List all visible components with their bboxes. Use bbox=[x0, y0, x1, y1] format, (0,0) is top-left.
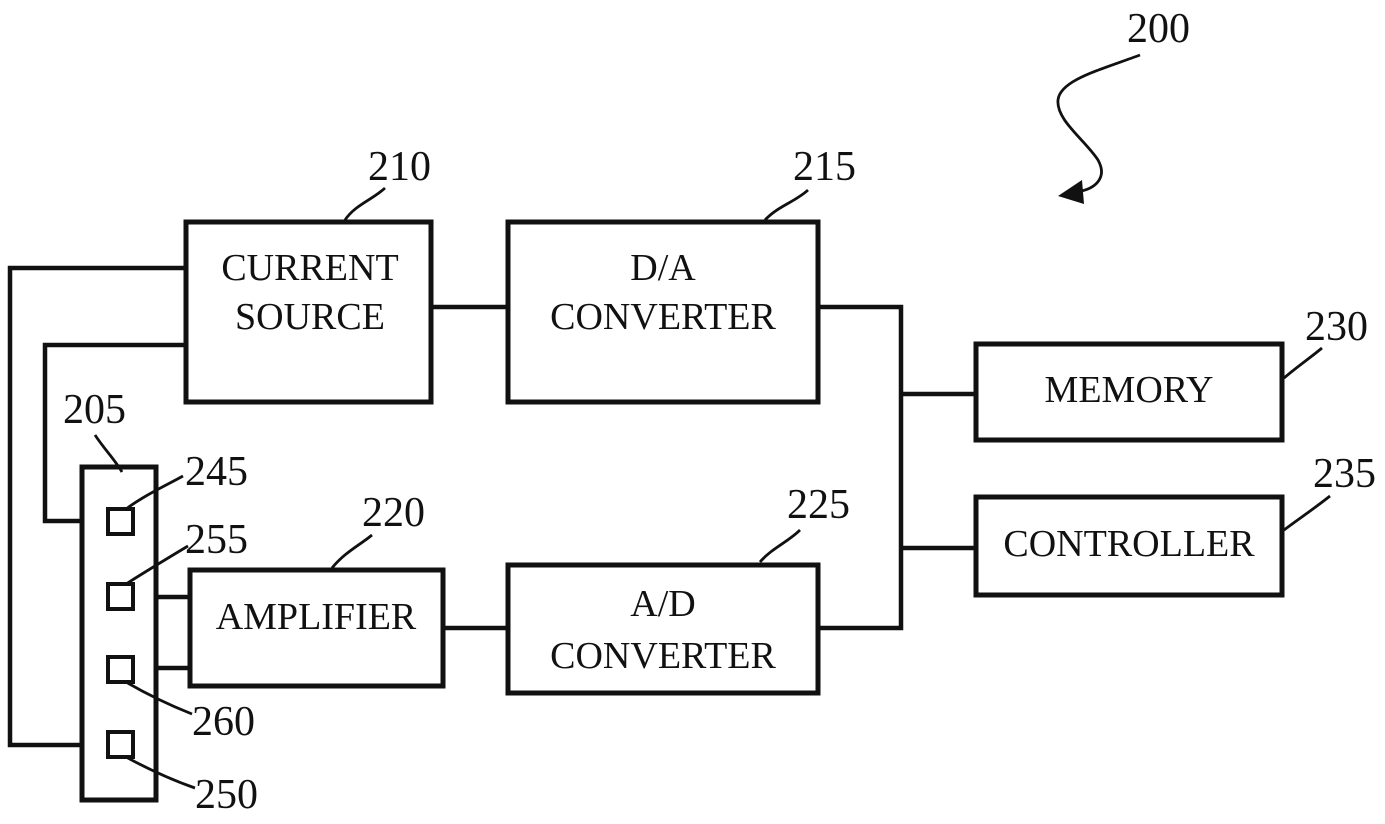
da-converter-label-line2: CONVERTER bbox=[550, 296, 776, 338]
da-converter-ref: 215 bbox=[793, 144, 856, 190]
electrode-250 bbox=[108, 732, 133, 757]
electrode-260-ref: 260 bbox=[192, 699, 255, 745]
amplifier-label: AMPLIFIER bbox=[216, 596, 417, 638]
electrode-260 bbox=[108, 657, 133, 682]
arrow-head bbox=[1058, 180, 1084, 204]
memory-block: MEMORY bbox=[976, 344, 1282, 440]
ad-converter-label-line2: CONVERTER bbox=[550, 635, 776, 677]
current-source-ref: 210 bbox=[368, 144, 431, 190]
amplifier-ref: 220 bbox=[362, 490, 425, 536]
da-converter-label-line1: D/A bbox=[630, 247, 696, 289]
ad-converter-ref: 225 bbox=[787, 482, 850, 528]
memory-ref: 230 bbox=[1305, 304, 1368, 350]
amplifier-block: AMPLIFIER bbox=[190, 570, 443, 686]
figure-ref: 200 bbox=[1127, 6, 1190, 52]
memory-label: MEMORY bbox=[1045, 369, 1214, 411]
ad-converter-label-line1: A/D bbox=[630, 583, 695, 625]
current-source-block: CURRENT SOURCE bbox=[186, 222, 431, 402]
amplifier-leader bbox=[332, 535, 372, 568]
controller-leader bbox=[1284, 496, 1330, 530]
da-converter-block: D/A CONVERTER bbox=[508, 222, 818, 402]
memory-leader bbox=[1284, 348, 1322, 378]
figure-pointer-arrow bbox=[1058, 55, 1140, 192]
da-converter-leader bbox=[765, 190, 808, 220]
wire-da-to-bus bbox=[818, 307, 901, 628]
electrode-255 bbox=[108, 584, 133, 609]
controller-block: CONTROLLER bbox=[976, 497, 1282, 595]
ad-converter-block: A/D CONVERTER bbox=[508, 565, 818, 693]
electrode-245-ref: 245 bbox=[185, 449, 248, 495]
controller-ref: 235 bbox=[1313, 451, 1376, 497]
electrode-255-ref: 255 bbox=[185, 517, 248, 563]
ad-converter-leader bbox=[760, 530, 800, 562]
current-source-leader bbox=[345, 188, 385, 220]
electrode-245 bbox=[108, 509, 133, 534]
current-source-label-line2: SOURCE bbox=[235, 296, 385, 338]
sensor-strip-ref: 205 bbox=[63, 387, 126, 433]
current-source-label-line1: CURRENT bbox=[221, 247, 398, 289]
electrode-250-ref: 250 bbox=[195, 772, 258, 818]
controller-label: CONTROLLER bbox=[1003, 523, 1255, 565]
sensor-strip bbox=[82, 467, 156, 800]
